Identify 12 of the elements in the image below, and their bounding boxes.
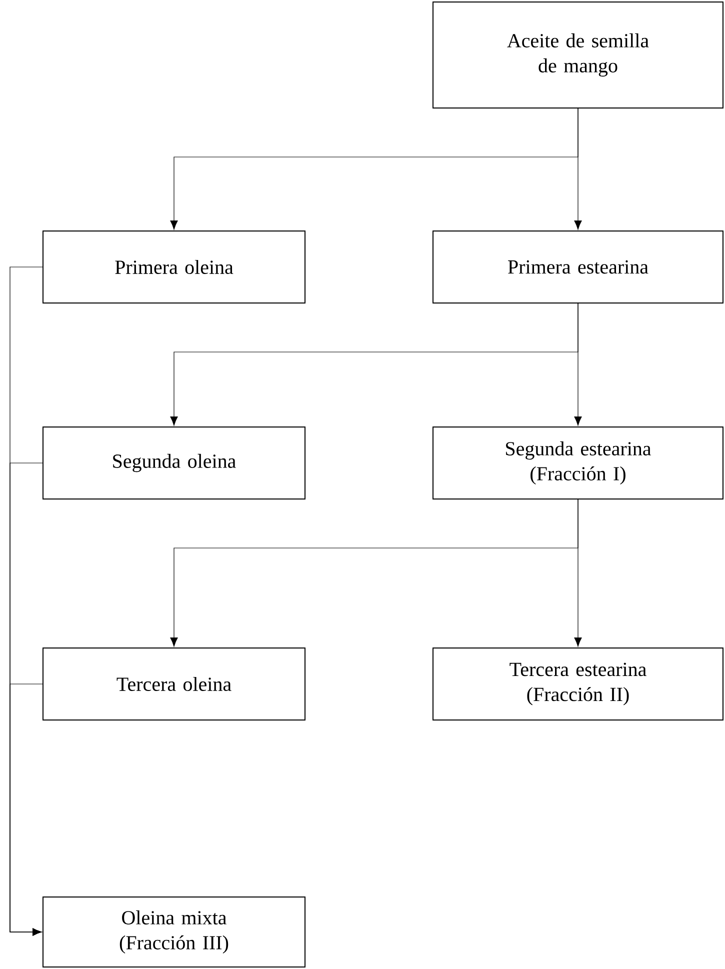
process-box: Tercera oleina: [42, 648, 306, 720]
process-box: Oleina mixta (Fracción III): [42, 896, 306, 968]
arrow: [574, 499, 582, 647]
arrow: [10, 684, 43, 936]
process-box: Segunda estearina (Fracción I): [432, 426, 724, 500]
process-box: Segunda oleina: [42, 426, 306, 500]
process-box: Aceite de semilla de mango: [432, 2, 724, 108]
arrow: [574, 108, 582, 230]
process-box: Primera estearina: [432, 230, 724, 304]
process-box: Tercera estearina (Fracción II): [432, 648, 724, 720]
process-box: Primera oleina: [42, 230, 306, 304]
arrow: [574, 303, 582, 426]
